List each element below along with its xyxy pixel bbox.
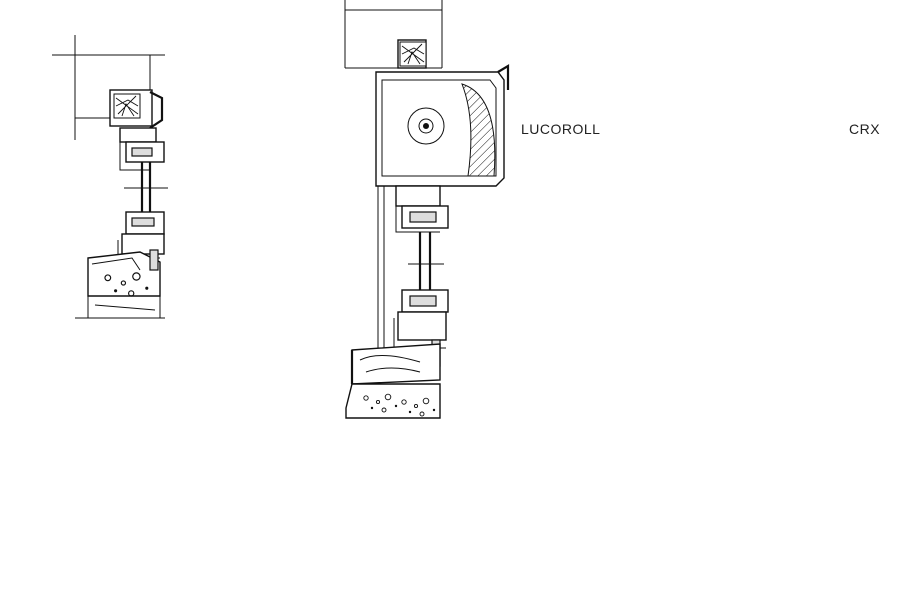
section-lucoroll [344,0,510,419]
label-crx: CRX [849,121,881,137]
label-lucoroll: LUCOROLL [521,121,601,137]
section-simple-window [52,35,168,319]
